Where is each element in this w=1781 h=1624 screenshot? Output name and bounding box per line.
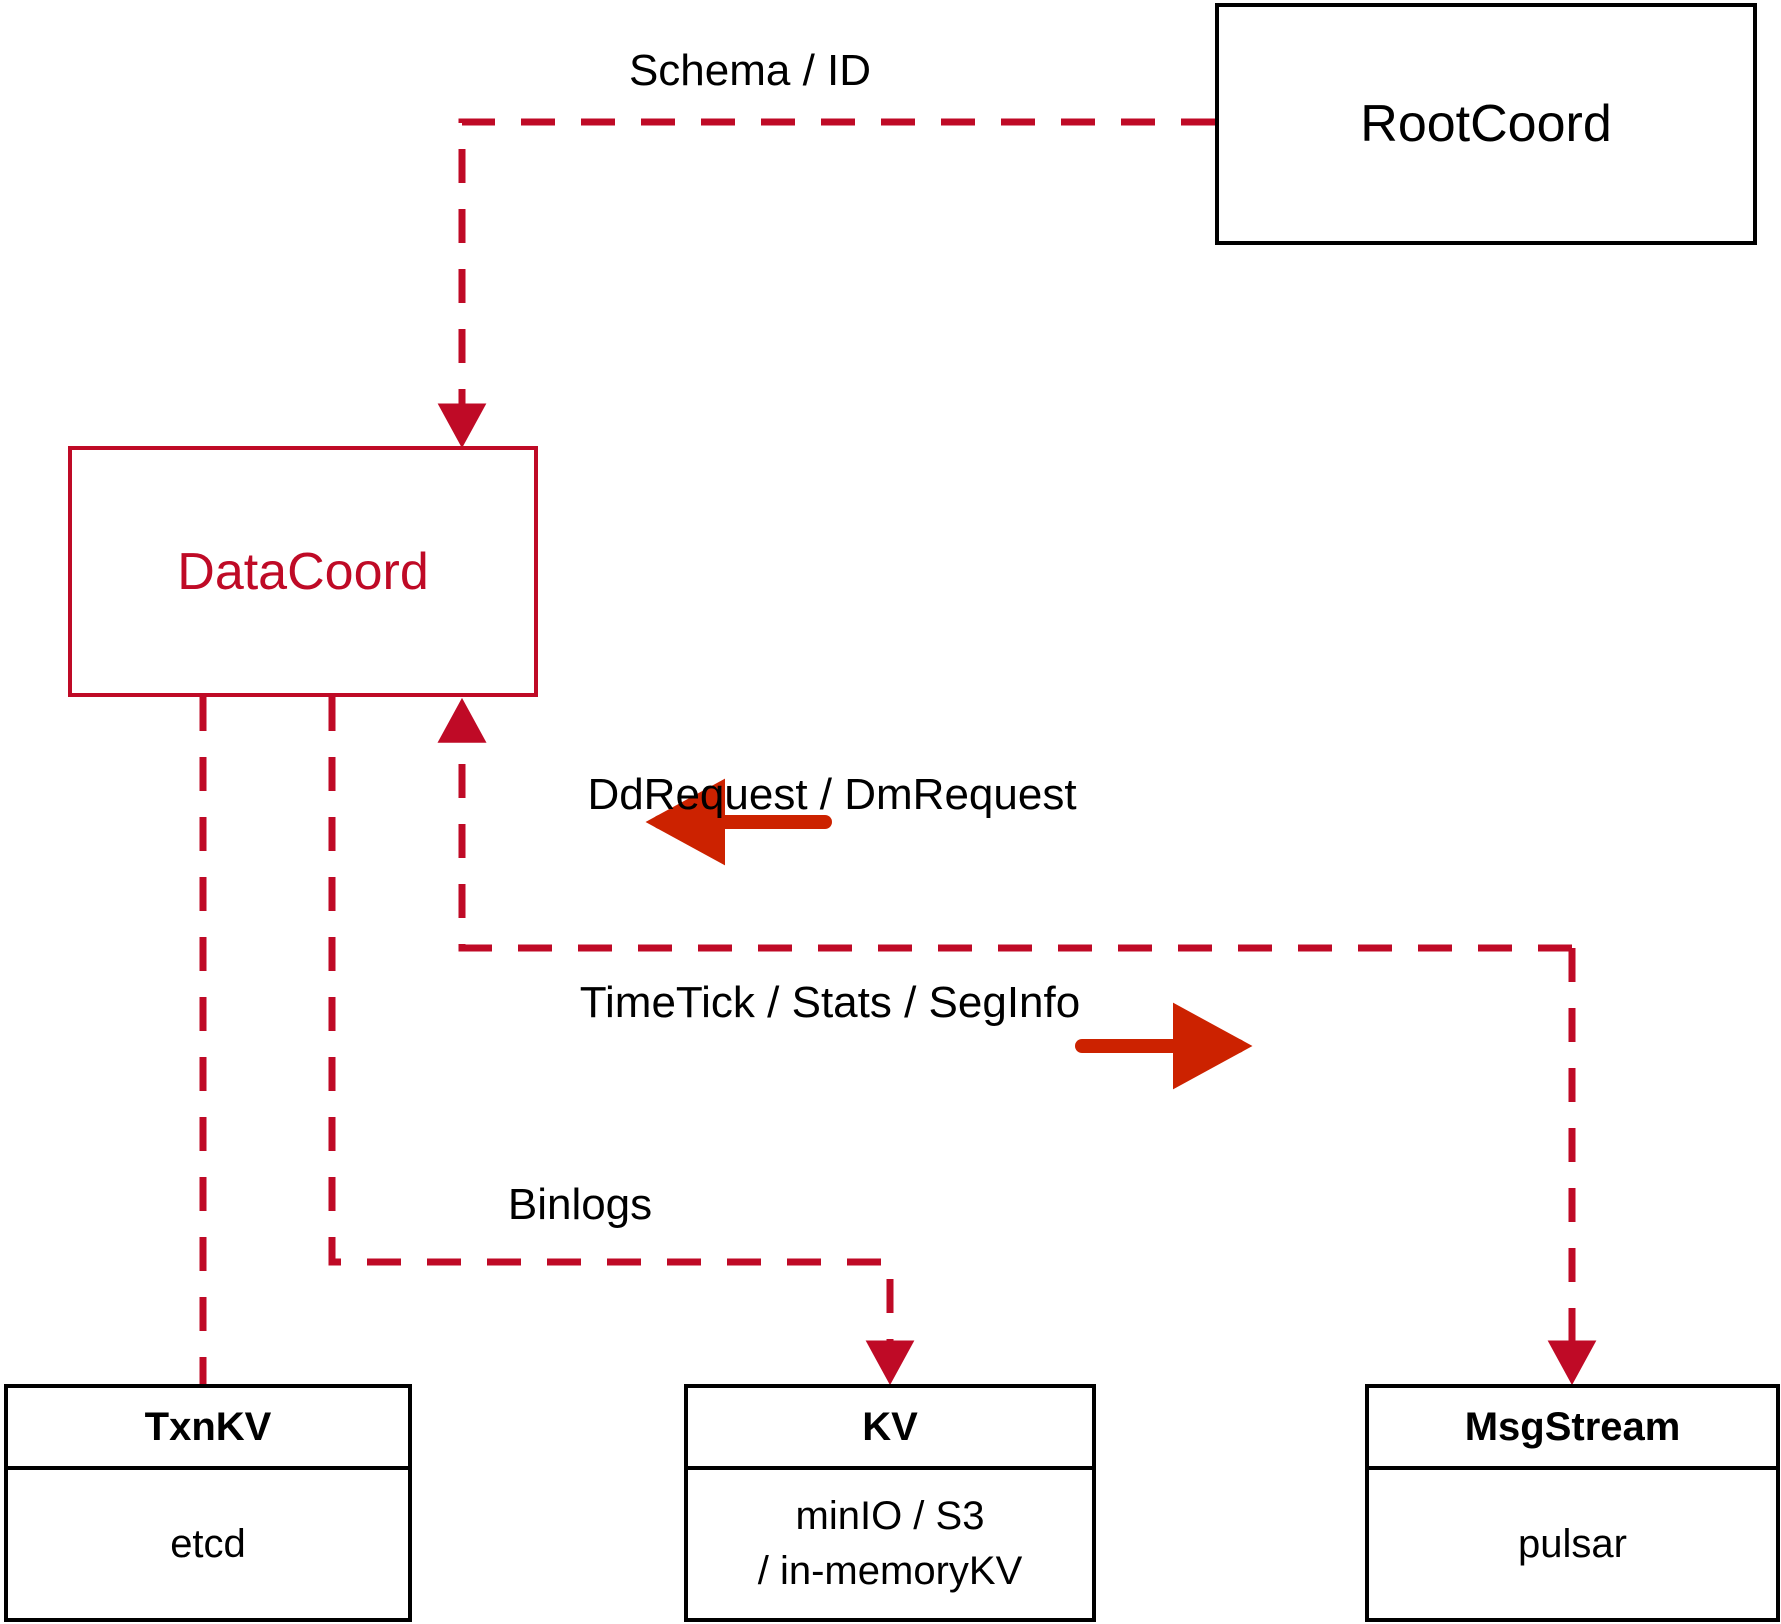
edge-binlogs: [328, 697, 915, 1386]
node-kv-body: minIO / S3 / in-memoryKV: [688, 1470, 1092, 1618]
edge-schema-id: [437, 118, 1215, 449]
edge-msgstream-bus: [437, 697, 1572, 952]
edge-label-timetick-stats-seginfo: TimeTick / Stats / SegInfo: [579, 978, 1081, 1027]
node-kv-title: KV: [862, 1404, 918, 1449]
node-kv-header: KV: [688, 1388, 1092, 1470]
node-txnkv-body: etcd: [8, 1470, 408, 1618]
edge-label-dd-dm-request: DdRequest / DmRequest: [587, 770, 1077, 819]
node-kv-detail-1: minIO / S3: [795, 1494, 985, 1539]
node-txnkv-title: TxnKV: [144, 1404, 272, 1449]
edge-label-schema-id: Schema / ID: [628, 46, 872, 95]
node-datacoord[interactable]: DataCoord: [68, 446, 538, 697]
node-kv[interactable]: KV minIO / S3 / in-memoryKV: [684, 1384, 1096, 1622]
node-txnkv-detail-1: etcd: [170, 1521, 246, 1566]
node-rootcoord-label: RootCoord: [1360, 95, 1612, 153]
node-msgstream-detail-1: pulsar: [1518, 1521, 1627, 1566]
node-txnkv[interactable]: TxnKV etcd: [4, 1384, 412, 1622]
node-kv-detail-2: / in-memoryKV: [757, 1549, 1023, 1593]
node-msgstream-title: MsgStream: [1464, 1404, 1681, 1449]
node-msgstream-body: pulsar: [1369, 1470, 1776, 1618]
node-msgstream-header: MsgStream: [1369, 1388, 1776, 1470]
node-txnkv-header: TxnKV: [8, 1388, 408, 1470]
node-datacoord-label: DataCoord: [177, 542, 429, 601]
node-msgstream[interactable]: MsgStream pulsar: [1365, 1384, 1780, 1622]
edge-label-binlogs: Binlogs: [507, 1180, 653, 1229]
node-rootcoord[interactable]: RootCoord: [1215, 3, 1757, 245]
